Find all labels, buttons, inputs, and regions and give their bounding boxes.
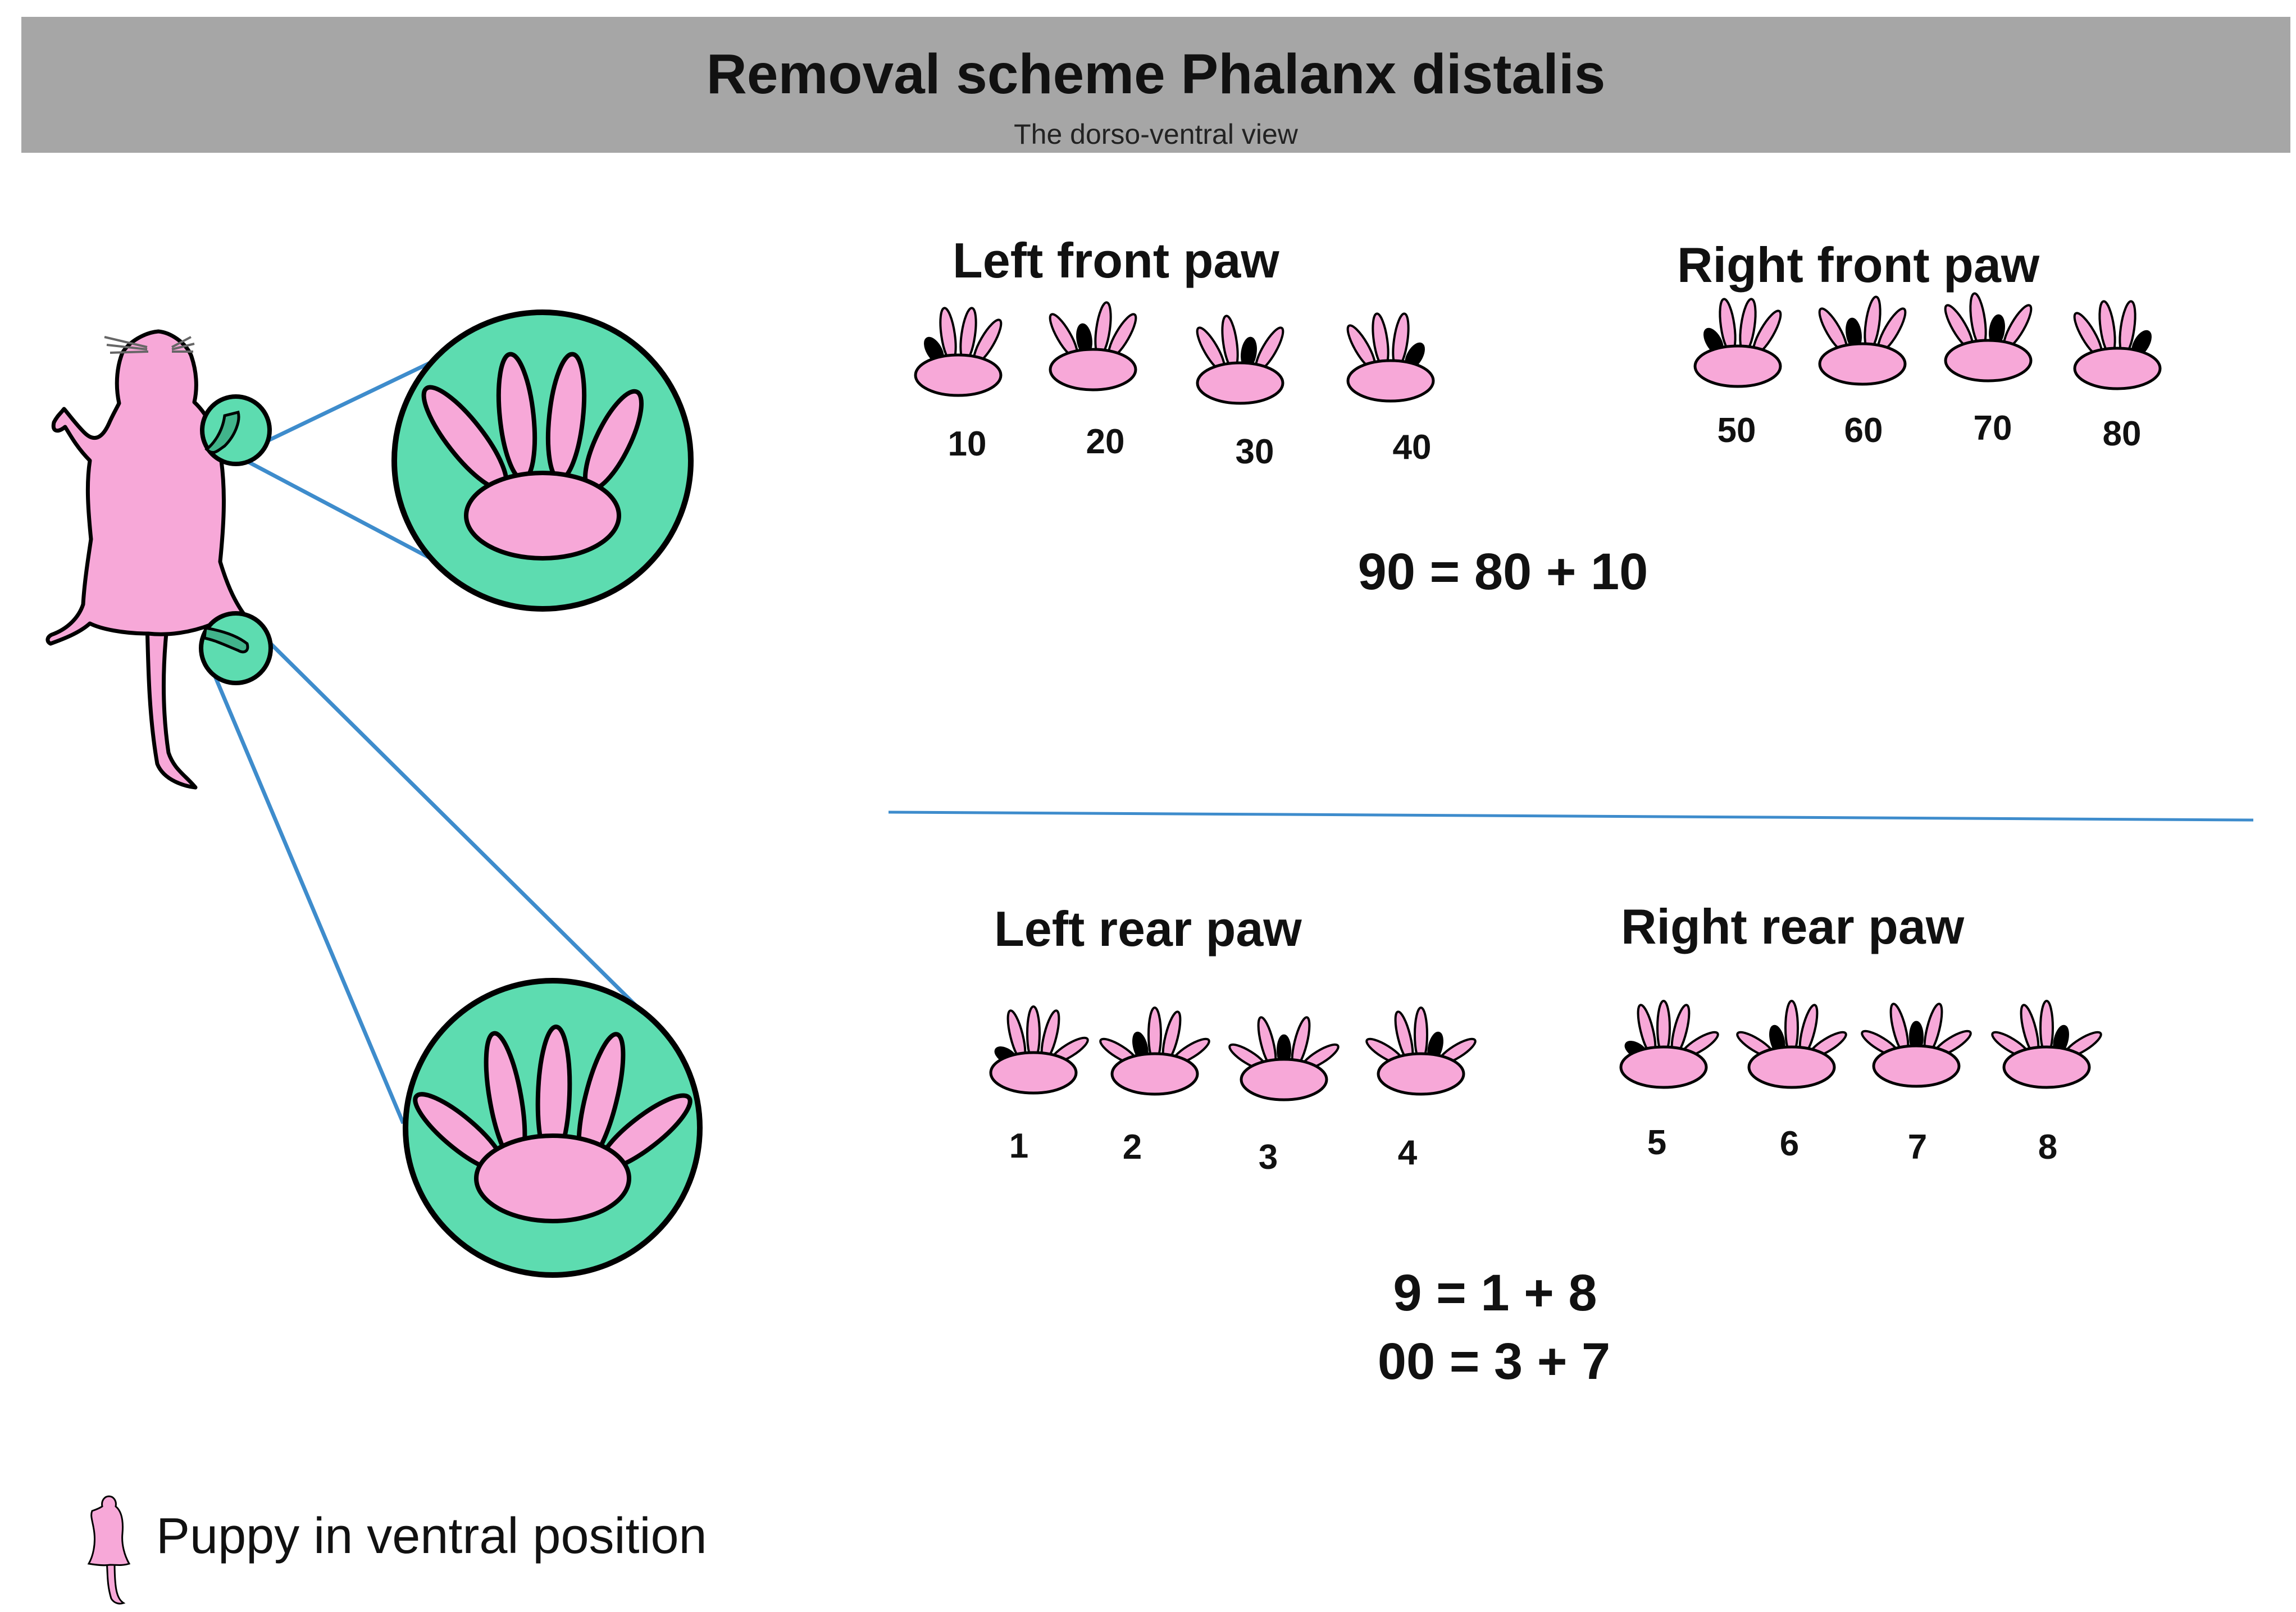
title-banner: Removal scheme Phalanx distalis The dors… — [21, 17, 2290, 153]
rear-equation: 00 = 3 + 7 — [1377, 1333, 1611, 1390]
paw-pad — [1049, 348, 1137, 391]
front-zoom-line-bottom — [239, 456, 438, 564]
paw-icon — [1049, 301, 1137, 391]
paw-icon — [2073, 300, 2162, 390]
front-paw-limb — [204, 410, 240, 454]
paw-pad — [1818, 342, 1907, 386]
paw-number: 30 — [1235, 432, 1274, 471]
paw-number: 7 — [1907, 1128, 1928, 1167]
rear-zoom-pad — [474, 1133, 631, 1223]
paw-number: 80 — [2102, 415, 2142, 453]
paw-number: 2 — [1122, 1128, 1142, 1167]
front-paw-row — [914, 292, 2162, 405]
front-zoom-line-top — [239, 357, 438, 456]
puppy-tail — [145, 620, 198, 790]
paw-pad — [1944, 339, 2033, 382]
paw-pad — [2002, 1045, 2091, 1089]
paw-number: 10 — [947, 425, 987, 463]
rear-zoom-line-top — [267, 640, 643, 1013]
right-rear-paw-heading: Right rear paw — [1621, 899, 1965, 954]
paw-icon — [1228, 1016, 1340, 1101]
paw-number: 1 — [1009, 1127, 1029, 1165]
paw-pad — [1240, 1058, 1328, 1101]
paw-pad — [1693, 344, 1782, 388]
paw-icon — [914, 307, 1003, 397]
right-front-paw-heading: Right front paw — [1677, 237, 2040, 293]
puppy-whiskers — [104, 336, 195, 354]
left-front-paw-heading: Left front paw — [953, 233, 1279, 288]
puppy-body — [45, 329, 254, 646]
front-paw-magnified — [391, 309, 694, 612]
paw-number: 70 — [1973, 409, 2012, 448]
paw-pad — [2073, 347, 2162, 390]
rear-zoom-line-bottom — [212, 674, 406, 1124]
paw-pad — [1747, 1045, 1836, 1089]
paw-number: 5 — [1647, 1123, 1667, 1162]
rear-equation: 9 = 1 + 8 — [1393, 1264, 1597, 1322]
puppy-icon — [87, 1495, 131, 1605]
left-rear-paw-heading: Left rear paw — [994, 901, 1302, 957]
paw-pad — [989, 1051, 1078, 1095]
paw-number: 20 — [1086, 422, 1125, 461]
paw-icon — [1619, 1000, 1719, 1089]
front-zoom-pad — [464, 471, 621, 561]
rear-paw-magnified — [403, 978, 703, 1278]
paw-number: 8 — [2038, 1128, 2058, 1167]
paw-icon — [989, 1005, 1089, 1095]
paw-icon — [1818, 295, 1907, 386]
paw-icon — [1099, 1007, 1210, 1096]
front-equation: 90 = 80 + 10 — [1357, 543, 1648, 600]
paw-pad — [1872, 1044, 1961, 1088]
paw-number: 6 — [1779, 1124, 1800, 1163]
paw-icon — [1944, 292, 2033, 382]
paw-pad — [1377, 1052, 1465, 1096]
paw-icon — [1346, 312, 1435, 403]
paw-number: 3 — [1258, 1138, 1278, 1177]
legend-label: Puppy in ventral position — [156, 1508, 707, 1564]
paw-pad — [1346, 359, 1435, 403]
section-divider — [888, 810, 2254, 822]
paw-pad — [1619, 1045, 1708, 1089]
paw-number: 40 — [1392, 428, 1432, 467]
front-zoom-circle — [391, 309, 694, 612]
page-title: Removal scheme Phalanx distalis — [706, 43, 1606, 106]
rear-paw-row — [989, 1000, 2102, 1101]
rear-paw-limb — [203, 626, 249, 654]
paw-pad — [1110, 1052, 1199, 1096]
page-subtitle: The dorso-ventral view — [1014, 119, 1298, 150]
paw-icon — [1693, 298, 1782, 388]
puppy-illustration — [45, 329, 273, 790]
paw-icon — [1196, 315, 1284, 405]
paw-pad — [1196, 361, 1284, 405]
paw-icon — [1861, 1003, 1972, 1088]
paw-icon — [1991, 1000, 2102, 1089]
paw-icon — [1736, 1000, 1847, 1089]
paw-number: 4 — [1397, 1133, 1418, 1172]
paw-pad — [914, 353, 1003, 397]
paw-number: 60 — [1844, 411, 1883, 450]
paw-number: 50 — [1717, 411, 1756, 450]
paw-icon — [1365, 1007, 1477, 1096]
